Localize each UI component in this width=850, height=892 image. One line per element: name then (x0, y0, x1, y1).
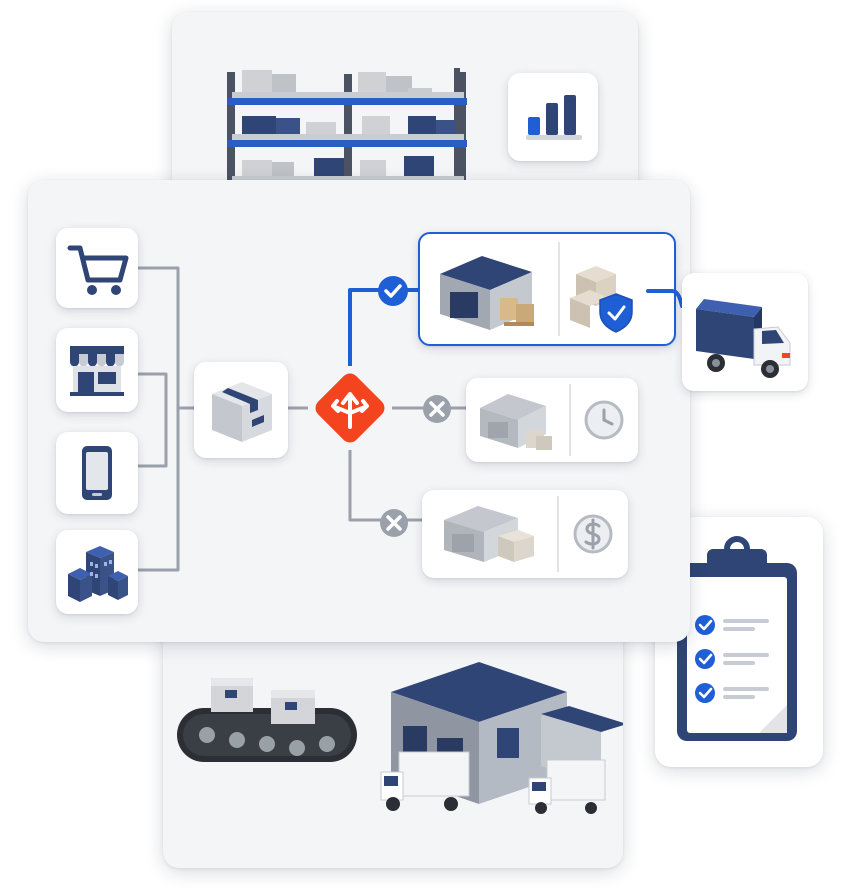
office-buildings-icon (68, 546, 128, 602)
route-option-cost[interactable] (422, 490, 628, 578)
checklist-card (655, 517, 823, 767)
split-arrows-icon (331, 392, 369, 429)
clock-icon (584, 400, 624, 440)
warehouse-gray-icon (480, 384, 624, 456)
delivery-truck-icon (696, 299, 791, 378)
source-enterprise[interactable] (56, 530, 138, 614)
source-online-store[interactable] (56, 228, 138, 308)
source-mobile-app[interactable] (56, 432, 138, 514)
rejected-x-icon (423, 395, 451, 423)
logistics-scene-card (163, 600, 623, 868)
delivery-destination-tile[interactable] (682, 273, 808, 391)
order-hub-tile[interactable] (194, 362, 288, 458)
approved-check-icon (378, 276, 408, 306)
package-icon (212, 382, 272, 442)
secure-package-icon (570, 266, 633, 333)
warehouse-gray-icon (444, 496, 613, 572)
router-decision-node[interactable] (305, 363, 395, 453)
truck-icon (380, 751, 470, 811)
order-routing-diagram (28, 180, 690, 642)
warehouse-icon (440, 242, 633, 336)
bar-chart-icon (526, 95, 582, 140)
analytics-tile[interactable] (508, 73, 598, 161)
route-option-time[interactable] (466, 378, 638, 462)
clipboard-checklist-icon (677, 536, 797, 741)
route-option-selected[interactable] (418, 232, 676, 346)
source-retail-store[interactable] (56, 328, 138, 412)
truck-icon (528, 759, 606, 814)
smartphone-icon (82, 446, 112, 500)
shopping-cart-icon (67, 245, 129, 295)
dollar-icon (573, 514, 613, 554)
rejected-x-icon (380, 509, 408, 537)
storefront-icon (70, 346, 124, 396)
conveyor-belt-icon (177, 662, 623, 814)
